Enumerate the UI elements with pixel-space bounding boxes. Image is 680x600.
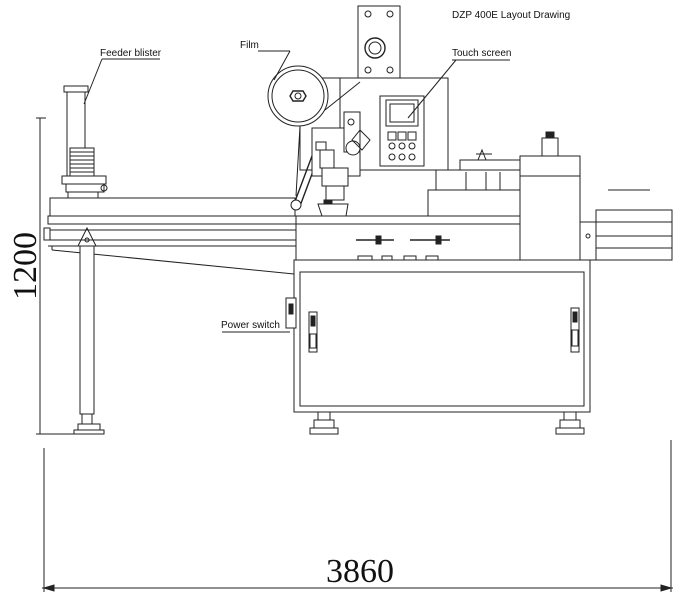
feeder-blister-tower [61,85,108,199]
callout-film: Film [240,40,291,81]
width-dimension: 3860 [42,440,673,592]
height-dimension: 1200 [7,117,88,435]
callout-feeder: Feeder blister [83,48,162,105]
main-cabinet-top [295,215,580,261]
feeder-label: Feeder blister [100,48,162,59]
sealing-section [427,148,523,217]
touch-screen-label: Touch screen [452,48,511,59]
callout-power-switch: Power switch [221,320,290,333]
height-value: 1200 [7,232,44,300]
lower-cabinet [285,259,591,413]
film-label: Film [240,40,259,51]
width-value: 3860 [326,553,394,590]
film-holder-plate [357,5,401,79]
film-roll [267,65,361,197]
drawing-title: DZP 400E Layout Drawing [452,10,570,21]
cabinet-feet [309,411,585,435]
blister-stack [70,151,94,177]
outfeed-conveyor [579,189,673,261]
right-head-tower [519,131,581,261]
callout-touch-screen: Touch screen [407,48,511,119]
power-switch-label: Power switch [221,320,280,331]
infeed-conveyor [43,197,297,435]
